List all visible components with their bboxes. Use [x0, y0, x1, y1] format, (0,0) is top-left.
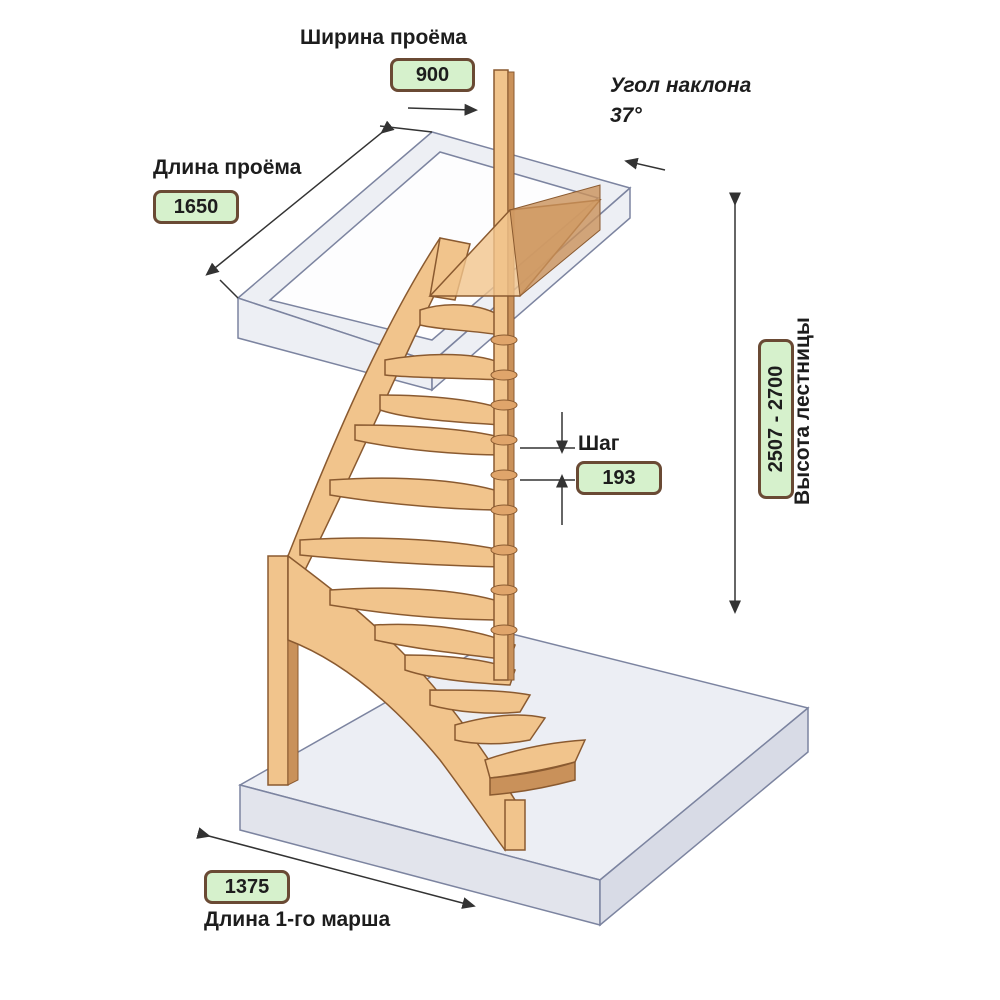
first-flight-value: 1375	[204, 870, 290, 904]
first-flight-label: Длина 1-го марша	[204, 908, 391, 931]
upper-landing	[428, 184, 602, 297]
treads	[299, 304, 587, 796]
opening-length-label: Длина проёма	[153, 156, 302, 179]
step-value: 193	[576, 461, 662, 495]
first-flight-dimension	[196, 827, 476, 909]
central-column	[490, 69, 518, 681]
opening-width-label: Ширина проёма	[300, 26, 467, 49]
opening-length-dimension	[205, 120, 395, 276]
opening-width-dimension	[407, 103, 478, 116]
opening-width-arrow-right	[624, 157, 666, 171]
opening-length-value: 1650	[153, 190, 239, 224]
step-label: Шаг	[578, 432, 620, 455]
stair-height-label: Высота лестницы	[791, 317, 814, 505]
dimension-lines	[196, 103, 741, 909]
opening-width-value: 900	[390, 58, 475, 92]
angle-title-label: Угол наклона	[610, 74, 752, 97]
stair-height-value: 2507 - 2700	[758, 339, 794, 499]
angle-value-label: 37°	[610, 104, 642, 127]
